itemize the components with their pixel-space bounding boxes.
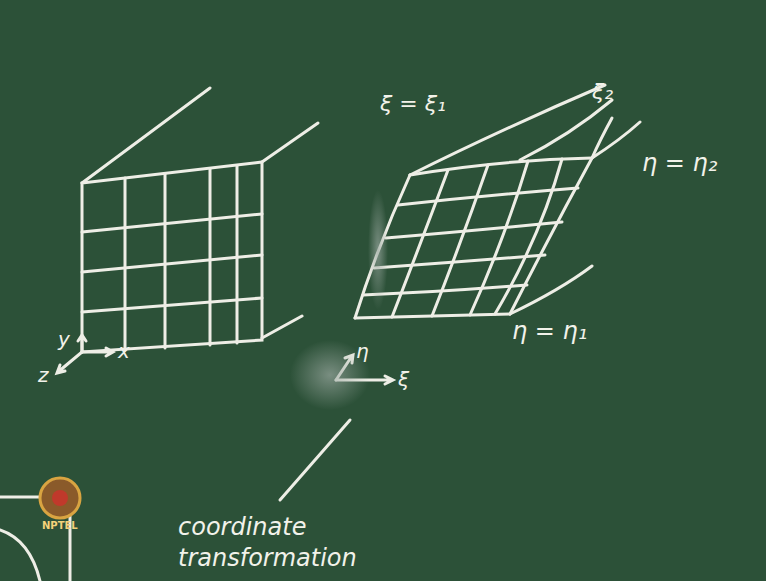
chalk-lines xyxy=(0,85,640,581)
curve-label: η = η₁ xyxy=(512,318,587,344)
axis-label: x xyxy=(118,340,130,362)
caption-note: coordinate transformation xyxy=(178,512,438,574)
axis-label: y xyxy=(58,328,70,350)
axis-label: z xyxy=(38,364,49,386)
curve-label: η = η₂ xyxy=(642,150,717,176)
eraser-smudge xyxy=(368,190,388,310)
nptel-logo xyxy=(40,478,80,518)
curve-label: ξ = ξ₁ xyxy=(380,92,446,116)
eraser-smudge xyxy=(290,340,370,410)
curve-label: ξ₂ xyxy=(592,80,613,104)
axis-label: η xyxy=(356,340,369,362)
axis-label: ξ xyxy=(398,368,409,390)
logo-text: NPTEL xyxy=(42,520,78,531)
